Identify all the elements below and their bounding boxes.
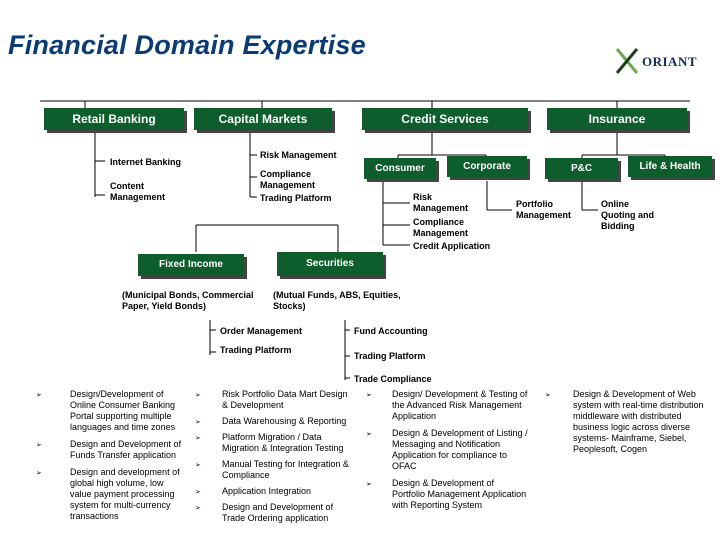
securities-desc: (Mutual Funds, ABS, Equities, Stocks): [273, 290, 401, 311]
list-item: ➢Application Integration: [195, 486, 312, 496]
consumer-item: Risk Management: [413, 192, 469, 213]
fixed-income-box: Fixed Income: [138, 254, 244, 276]
insurance-box: Insurance: [547, 108, 687, 130]
xoriant-logo: ORIANT: [612, 42, 717, 78]
arrow-bullet-icon: ➢: [195, 435, 201, 442]
arrow-bullet-icon: ➢: [195, 419, 201, 426]
securities-item: Fund Accounting: [354, 326, 428, 336]
arrow-bullet-icon: ➢: [195, 462, 201, 469]
arrow-bullet-icon: ➢: [36, 392, 42, 399]
capital-bullets: ➢Risk Portfolio Data Mart Design & Devel…: [195, 389, 355, 529]
arrow-bullet-icon: ➢: [366, 481, 372, 488]
list-item: ➢Risk Portfolio Data Mart Design & Devel…: [195, 389, 348, 410]
list-item: ➢Data Warehousing & Reporting: [195, 416, 347, 426]
fixed-item: Order Management: [220, 326, 303, 336]
arrow-bullet-icon: ➢: [195, 392, 201, 399]
retail-item: Content Management: [110, 181, 166, 202]
list-item: ➢Design and development of global high v…: [36, 467, 180, 521]
fixed-item: Trading Platform: [220, 345, 292, 355]
arrow-bullet-icon: ➢: [195, 489, 201, 496]
arrow-bullet-icon: ➢: [366, 392, 372, 399]
list-item: ➢Design/ Development & Testing of the Ad…: [366, 389, 528, 421]
retail-bullets: ➢Design/Development of Online Consumer B…: [36, 389, 186, 528]
list-item: ➢Design & Development of Web system with…: [545, 389, 704, 454]
arrow-bullet-icon: ➢: [366, 431, 372, 438]
list-item: ➢Design & Development of Listing / Messa…: [366, 428, 528, 471]
securities-item: Trade Compliance: [354, 374, 432, 384]
securities-item: Trading Platform: [354, 351, 426, 361]
list-item: ➢Platform Migration / Data Migration & I…: [195, 432, 344, 453]
life-health-box: Life & Health: [628, 156, 712, 177]
page-title: Financial Domain Expertise: [8, 30, 366, 60]
capital-markets-box: Capital Markets: [194, 108, 332, 130]
capital-item: Compliance Management: [260, 169, 316, 190]
corporate-item: Portfolio Management: [516, 199, 572, 220]
credit-bullets: ➢Design/ Development & Testing of the Ad…: [366, 389, 528, 517]
insurance-bullets: ➢Design & Development of Web system with…: [545, 389, 715, 461]
logo-text: ORIANT: [642, 54, 698, 69]
capital-item: Risk Management: [260, 150, 337, 160]
insurance-item: Online Quoting and Bidding: [601, 199, 654, 231]
list-item: ➢Design and Development of Trade Orderin…: [195, 502, 334, 523]
arrow-bullet-icon: ➢: [545, 392, 551, 399]
list-item: ➢Design & Development of Portfolio Manag…: [366, 478, 527, 510]
logo-swoosh-icon: [615, 48, 639, 74]
list-item: ➢Design and Development of Funds Transfe…: [36, 439, 182, 460]
retail-banking-box: Retail Banking: [44, 108, 184, 130]
pc-box: P&C: [545, 158, 618, 179]
retail-item: Internet Banking: [110, 157, 182, 167]
arrow-bullet-icon: ➢: [36, 470, 42, 477]
credit-services-box: Credit Services: [362, 108, 528, 130]
list-item: ➢Design/Development of Online Consumer B…: [36, 389, 176, 432]
list-item: ➢Manual Testing for Integration & Compli…: [195, 459, 349, 480]
arrow-bullet-icon: ➢: [36, 442, 42, 449]
consumer-item: Compliance Management: [413, 217, 469, 238]
fixed-income-desc: (Municipal Bonds, Commercial Paper, Yiel…: [122, 290, 254, 311]
consumer-item: Credit Application: [413, 241, 491, 251]
securities-box: Securities: [277, 252, 383, 276]
capital-item: Trading Platform: [260, 193, 332, 203]
arrow-bullet-icon: ➢: [195, 505, 201, 512]
consumer-box: Consumer: [364, 158, 436, 179]
corporate-box: Corporate: [447, 156, 527, 177]
